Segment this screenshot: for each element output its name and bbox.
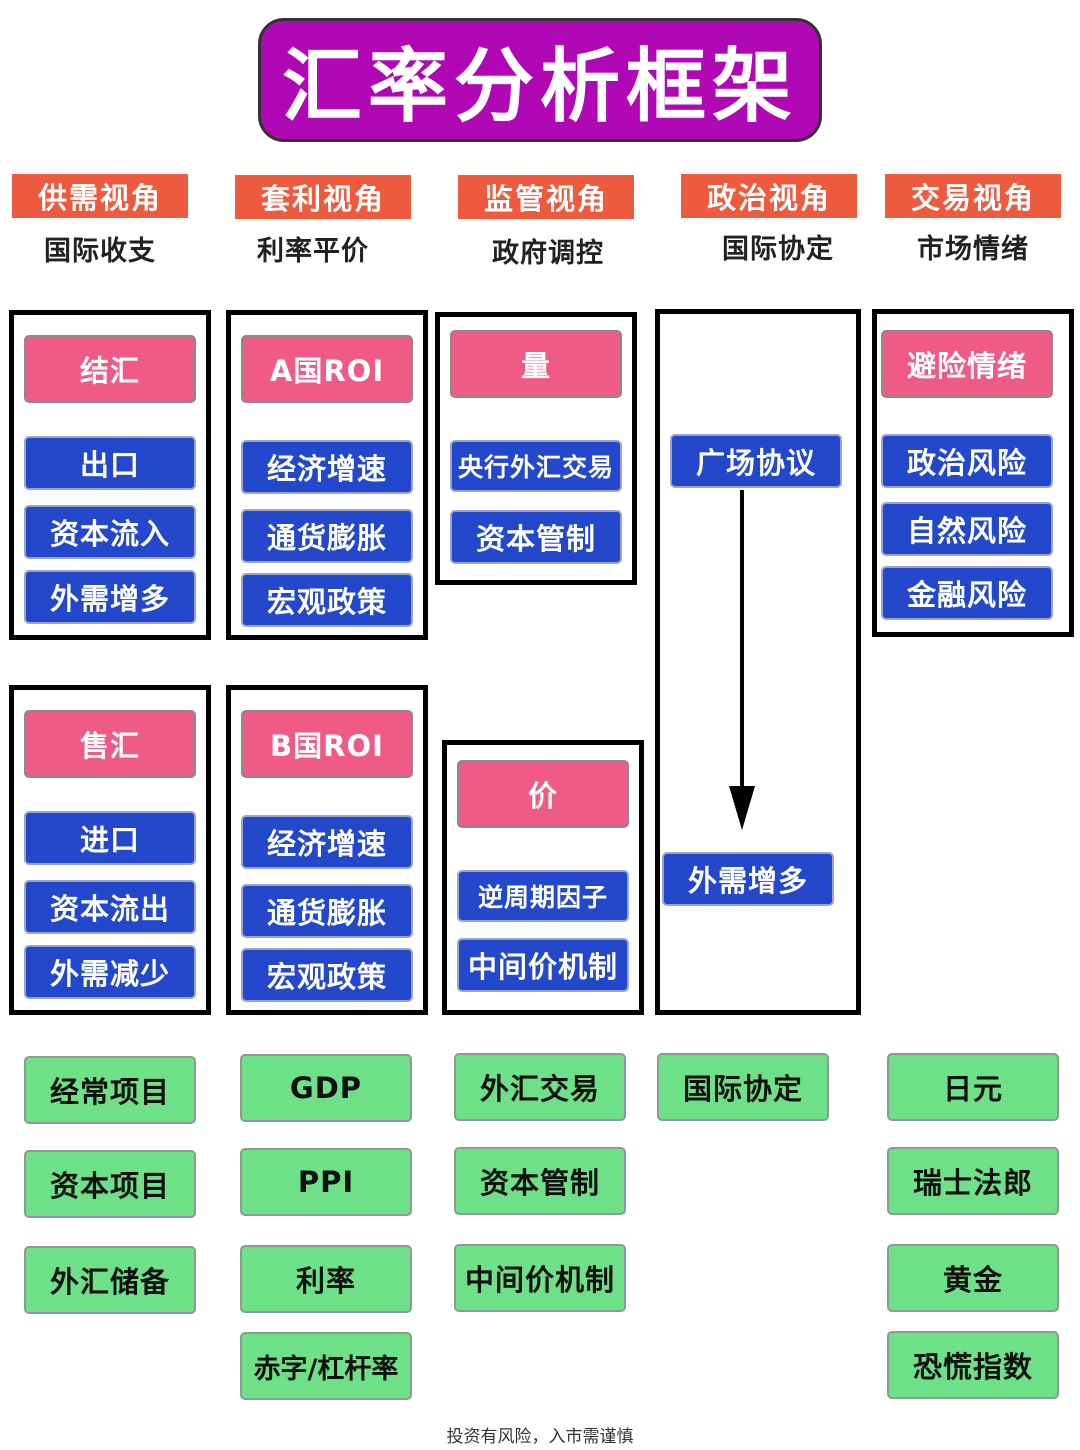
trading-item: 金融风险 — [881, 566, 1053, 620]
indicator-regulation: 中间价机制 — [454, 1244, 626, 1312]
arbitrage-b-item: 通货膨胀 — [241, 884, 413, 938]
arbitrage-a-item: 通货膨胀 — [241, 509, 413, 563]
trading-item: 政治风险 — [881, 434, 1053, 488]
indicator-politics: 国际协定 — [657, 1053, 829, 1121]
trading-frame — [872, 309, 1074, 637]
page-title: 汇率分析框架 — [258, 18, 822, 142]
indicator-trading: 瑞士法郎 — [887, 1147, 1059, 1215]
arbitrage-a-item: 经济增速 — [241, 440, 413, 494]
arbitrage-b-frame — [226, 685, 428, 1015]
supply-settle-item: 外需增多 — [24, 570, 196, 624]
indicator-supply: 资本项目 — [24, 1150, 196, 1218]
indicator-regulation: 资本管制 — [454, 1147, 626, 1215]
arbitrage-b-item: 经济增速 — [241, 815, 413, 869]
regulation-quantity-item: 央行外汇交易 — [450, 440, 622, 492]
supply-sell-frame — [9, 685, 211, 1015]
arbitrage-a-frame — [226, 310, 428, 640]
perspective-politics-sub: 国际协定 — [722, 234, 834, 265]
indicator-trading: 黄金 — [887, 1244, 1059, 1312]
perspective-regulation-sub: 政府调控 — [492, 238, 604, 269]
arbitrage-a-item: 宏观政策 — [241, 573, 413, 627]
indicator-trading: 日元 — [887, 1053, 1059, 1121]
regulation-quantity-head: 量 — [450, 330, 622, 398]
supply-sell-item: 进口 — [24, 811, 196, 865]
regulation-quantity-item: 资本管制 — [450, 510, 622, 564]
indicator-arbitrage: 赤字/杠杆率 — [240, 1332, 412, 1400]
perspective-trading: 交易视角 — [885, 174, 1061, 218]
arbitrage-b-head: B国ROI — [241, 710, 413, 778]
supply-settle-item: 资本流入 — [24, 505, 196, 559]
perspective-regulation: 监管视角 — [458, 175, 634, 219]
arbitrage-b-item: 宏观政策 — [241, 948, 413, 1002]
regulation-price-item: 中间价机制 — [457, 938, 629, 992]
perspective-arbitrage-sub: 利率平价 — [257, 236, 369, 267]
supply-sell-head: 售汇 — [24, 710, 196, 778]
trading-item: 自然风险 — [881, 502, 1053, 556]
perspective-supply-sub: 国际收支 — [44, 236, 156, 267]
supply-sell-item: 外需减少 — [24, 945, 196, 999]
supply-settle-frame — [9, 310, 211, 640]
supply-settle-head: 结汇 — [24, 335, 196, 403]
arrow-down-icon — [729, 490, 755, 830]
perspective-trading-sub: 市场情绪 — [917, 234, 1029, 265]
risk-disclaimer: 投资有风险，入市需谨慎 — [446, 1427, 634, 1447]
indicator-regulation: 外汇交易 — [454, 1053, 626, 1121]
indicator-supply: 经常项目 — [24, 1056, 196, 1124]
indicator-arbitrage: GDP — [240, 1054, 412, 1122]
indicator-arbitrage: PPI — [240, 1148, 412, 1216]
perspective-supply: 供需视角 — [12, 174, 188, 218]
regulation-price-item: 逆周期因子 — [457, 870, 629, 922]
indicator-supply: 外汇储备 — [24, 1246, 196, 1314]
trading-head: 避险情绪 — [881, 330, 1053, 398]
politics-frame — [655, 309, 861, 1015]
supply-sell-item: 资本流出 — [24, 880, 196, 934]
regulation-price-head: 价 — [457, 760, 629, 828]
indicator-trading: 恐慌指数 — [887, 1331, 1059, 1399]
perspective-arbitrage: 套利视角 — [235, 175, 411, 219]
regulation-quantity-frame — [435, 312, 637, 585]
regulation-price-frame — [442, 740, 644, 1015]
perspective-politics: 政治视角 — [681, 174, 857, 218]
arbitrage-a-head: A国ROI — [241, 335, 413, 403]
politics-start: 广场协议 — [670, 434, 842, 488]
indicator-arbitrage: 利率 — [240, 1245, 412, 1313]
politics-end: 外需增多 — [662, 852, 834, 906]
supply-settle-item: 出口 — [24, 436, 196, 490]
